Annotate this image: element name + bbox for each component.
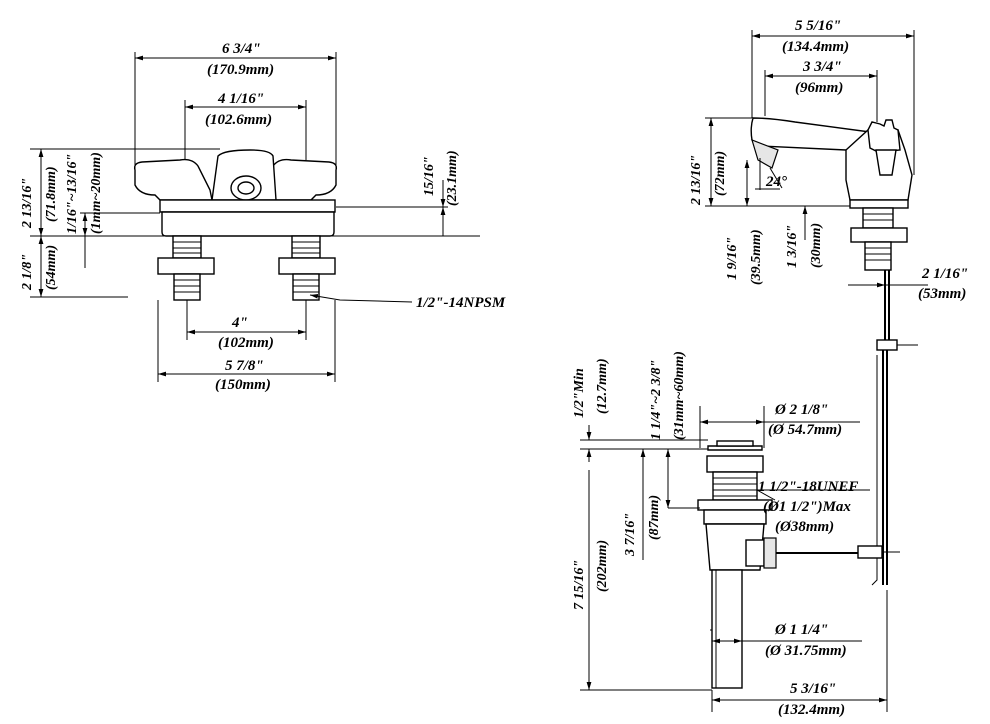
- side-base-height: 1 3/16": [785, 225, 800, 268]
- front-base-width-mm: (150mm): [215, 377, 271, 393]
- side-height-mm: (72mm): [713, 151, 728, 196]
- front-faucet-body: [133, 149, 338, 237]
- front-shank-spacing: 4": [231, 315, 248, 331]
- side-rod-offset-mm: (53mm): [918, 286, 966, 302]
- drain-body-length-mm: (87mm): [647, 495, 662, 540]
- side-angle: 24°: [765, 174, 787, 190]
- side-faucet-body: [750, 117, 918, 351]
- front-height-total-mm: (71.8mm): [44, 166, 59, 222]
- drain-thread-mm: (Ø38mm): [775, 519, 834, 535]
- side-depth: 5 5/16": [795, 18, 841, 34]
- front-shank-height-mm: (54mm): [44, 245, 59, 290]
- front-handle-spacing-mm: (102.6mm): [205, 112, 272, 128]
- side-aerator-height: 1 9/16": [725, 237, 740, 280]
- drain-total-length: 7 15/16": [572, 560, 587, 610]
- side-spout-reach-mm: (96mm): [795, 80, 843, 96]
- drain-view: Ø 2 1/8" (Ø 54.7mm) 1 1/2"-18UNEF (Ø1 1/…: [572, 350, 900, 718]
- front-shanks: [157, 235, 336, 301]
- front-body-height-mm: (23.1mm): [445, 150, 460, 206]
- drain-flange-dia-mm: (Ø 54.7mm): [768, 422, 842, 438]
- side-aerator-height-mm: (39.5mm): [749, 229, 764, 285]
- drain-assembly: [697, 350, 900, 689]
- front-view: 6 3/4" (170.9mm) 4 1/16" (102.6mm) 4" (1…: [20, 41, 506, 393]
- drain-thread-callout: 1 1/2"-18UNEF: [758, 479, 858, 495]
- front-thread-callout: 1/2"-14NPSM: [416, 295, 506, 311]
- front-overall-width-mm: (170.9mm): [207, 62, 274, 78]
- drain-thread-max: (Ø1 1/2")Max: [763, 499, 851, 515]
- side-base-height-mm: (30mm): [809, 223, 824, 268]
- drain-sink-thickness: 1 1/4"~2 3/8": [649, 360, 664, 440]
- front-height-total: 2 13/16": [20, 178, 35, 229]
- drain-tail-dia-mm: (Ø 31.75mm): [765, 643, 847, 659]
- drain-sink-thickness-mm: (31mm~60mm): [672, 351, 687, 440]
- front-overall-width: 6 3/4": [222, 41, 261, 57]
- side-spout-reach: 3 3/4": [802, 59, 842, 75]
- side-rod-offset: 2 1/16": [921, 266, 968, 282]
- side-height: 2 13/16": [689, 155, 704, 206]
- drain-tail-dia: Ø 1 1/4": [774, 622, 828, 638]
- side-view: 5 5/16" (134.4mm) 3 3/4" (96mm) 24° 2 1/…: [689, 18, 968, 351]
- front-gasket-range: 1/16"~13/16": [65, 154, 80, 234]
- front-gasket-range-mm: (1mm~20mm): [89, 152, 104, 234]
- front-body-height: 15/16": [422, 156, 437, 196]
- front-base-width: 5 7/8": [225, 358, 264, 374]
- drain-rod-length-mm: (132.4mm): [778, 702, 845, 718]
- front-shank-height: 2 1/8": [20, 254, 35, 291]
- drain-min-clearance: 1/2"Min: [572, 368, 587, 418]
- drain-rod-length: 5 3/16": [790, 681, 836, 697]
- drain-min-clearance-mm: (12.7mm): [595, 358, 610, 414]
- front-shank-spacing-mm: (102mm): [218, 335, 274, 351]
- drain-body-length: 3 7/16": [623, 513, 638, 557]
- drain-flange-dia: Ø 2 1/8": [774, 402, 828, 418]
- front-handle-spacing: 4 1/16": [217, 91, 264, 107]
- side-depth-mm: (134.4mm): [782, 39, 849, 55]
- drain-total-length-mm: (202mm): [595, 540, 610, 592]
